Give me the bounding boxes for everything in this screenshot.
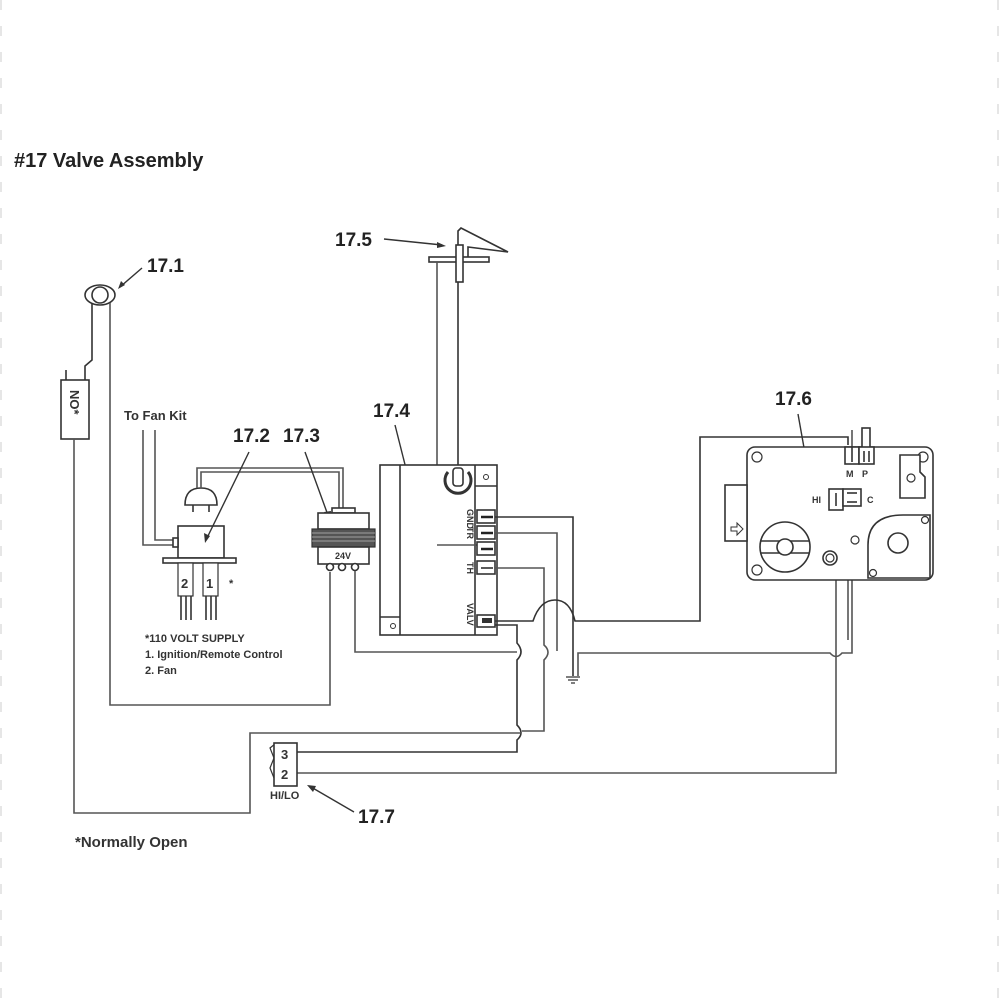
- callout-17-6: 17.6: [775, 389, 812, 410]
- supply-heading: *110 VOLT SUPPLY: [145, 633, 245, 645]
- plug-icon: [184, 487, 218, 506]
- wire-no-to-hilo: [73, 439, 520, 814]
- valve-m-label: M: [846, 469, 854, 479]
- outlet-1-leads: [205, 596, 217, 620]
- outlet-2-label: 2: [181, 576, 188, 591]
- valve-c-label: C: [867, 495, 874, 505]
- wire-transformer-to-module: [354, 571, 517, 653]
- diagram-title: #17 Valve Assembly: [14, 150, 204, 172]
- wire-plug-to-transformer-b: [200, 471, 340, 508]
- actuator-center: [887, 532, 909, 554]
- wire-tr: [495, 532, 558, 651]
- wire-switch-to-transformer: [109, 303, 331, 706]
- arrowhead-17-5: [437, 242, 446, 248]
- flow-arrow-icon: [730, 521, 744, 537]
- transformer-terminal-3: [350, 562, 360, 572]
- wire-fan-kit-b: [154, 430, 174, 541]
- component-17-2-receptacle: 2 1 *: [162, 467, 344, 620]
- wire-gnd-to-ground: [495, 516, 574, 676]
- igniter-port-ring: [443, 471, 473, 495]
- wire-fan-kit-a: [142, 430, 174, 546]
- component-17-1-remote-switch: [84, 284, 331, 706]
- callout-17-2: 17.2: [233, 426, 270, 447]
- pilot-electrode: [455, 244, 464, 283]
- hilo-switch-body[interactable]: [273, 742, 298, 787]
- valve-hi-label: HI: [812, 495, 821, 505]
- receptacle-side-tab: [172, 537, 179, 548]
- hilo-position-3: 3: [281, 747, 288, 762]
- component-17-6-gas-valve: M P HI C: [724, 427, 934, 581]
- regulator-screw: [906, 473, 916, 483]
- transformer-top: [317, 512, 370, 530]
- module-screw-top: [483, 474, 489, 480]
- terminal-valv-pin: [482, 618, 492, 623]
- igniter-port: [452, 467, 464, 487]
- receptacle-flange: [162, 557, 237, 564]
- component-17-3-transformer: 24V: [311, 507, 517, 653]
- footnote-normally-open: *Normally Open: [75, 834, 188, 851]
- arrow-17-3: [304, 451, 330, 519]
- switch-knob: [91, 286, 109, 304]
- transformer-terminal-2: [337, 562, 347, 572]
- arrowhead-17-1: [118, 281, 125, 289]
- label-valv: VALV: [465, 603, 475, 626]
- valve-p-label: P: [862, 469, 868, 479]
- callout-17-3: 17.3: [283, 426, 320, 447]
- actuator-screw-bl: [868, 568, 878, 578]
- label-tr: TR: [465, 527, 475, 539]
- wire-th: [495, 567, 549, 732]
- arrowhead-17-2: [204, 533, 210, 543]
- wire-plug-to-transformer-a: [196, 467, 344, 508]
- to-fan-kit-label: To Fan Kit: [124, 408, 187, 423]
- actuator-screw-tr: [920, 515, 930, 525]
- component-17-4-ignition-module: GND TR TH VALV: [379, 464, 498, 636]
- valve-fitting-inner: [825, 553, 835, 563]
- supply-item-2: 2. Fan: [145, 665, 177, 677]
- callout-17-4: 17.4: [373, 401, 410, 422]
- wire-valv-to-valve-m: [495, 436, 849, 622]
- outlet-asterisk: *: [229, 578, 234, 590]
- callout-17-7: 17.7: [358, 807, 395, 828]
- module-screw-bottom: [390, 623, 396, 629]
- callout-17-5: 17.5: [335, 230, 372, 251]
- valve-screw-bl: [751, 564, 763, 576]
- arrow-17-5: [383, 238, 443, 246]
- wire-hilo-2-to-valve-hi: [297, 510, 837, 774]
- ground-symbol-icon: [566, 676, 580, 684]
- arrow-17-2: [205, 451, 250, 541]
- valve-p-post: [861, 427, 871, 449]
- hilo-position-2: 2: [281, 767, 288, 782]
- arrow-17-7: [310, 786, 355, 813]
- transformer-terminal-1: [325, 562, 335, 572]
- wire-switch-to-no: [84, 303, 93, 380]
- no-switch-box: [60, 379, 90, 440]
- component-17-7-hilo-switch: 3 2 HI/LO: [269, 742, 300, 802]
- outlet-2-leads: [180, 596, 192, 620]
- receptacle-body: [177, 525, 225, 559]
- transformer-core: [311, 528, 376, 548]
- valve-port: [850, 535, 860, 545]
- normally-open-switch: NO*: [60, 370, 520, 814]
- valve-terminal-c[interactable]: [842, 488, 862, 507]
- label-gnd: GND: [465, 509, 475, 530]
- hilo-label: HI/LO: [270, 790, 300, 802]
- supply-item-1: 1. Ignition/Remote Control: [145, 649, 283, 661]
- valve-screw-tl: [751, 451, 763, 463]
- outlet-1-label: 1: [206, 576, 213, 591]
- pilot-hood: [457, 227, 509, 257]
- valve-inlet: [724, 484, 748, 542]
- transformer-voltage-label: 24V: [335, 551, 351, 561]
- arrowhead-17-7: [307, 785, 316, 792]
- wire-valv-to-hilo-3: [297, 624, 522, 753]
- knob-center: [776, 538, 794, 556]
- label-th: TH: [465, 562, 475, 574]
- no-switch-label: NO*: [67, 390, 82, 416]
- valve-terminal-p[interactable]: [858, 446, 875, 465]
- callout-17-1: 17.1: [147, 256, 184, 277]
